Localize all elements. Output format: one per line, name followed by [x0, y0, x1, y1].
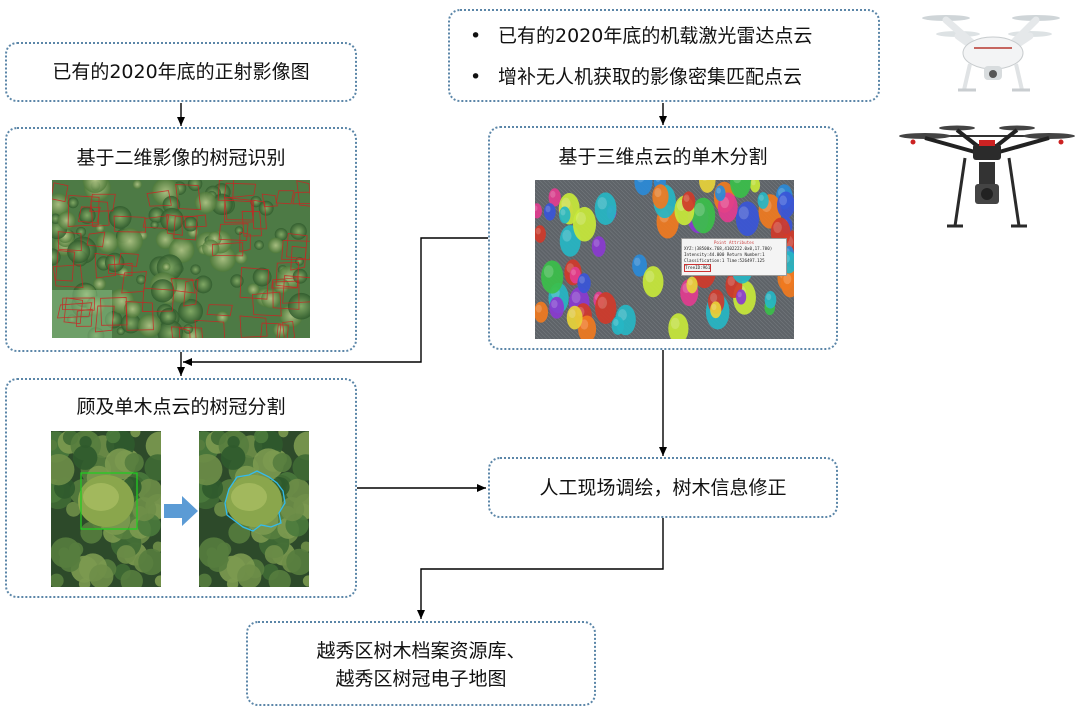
- box-output: 越秀区树木档案资源库、 越秀区树冠电子地图: [246, 621, 596, 706]
- source-item-uav: • 增补无人机获取的影像密集匹配点云: [470, 64, 802, 90]
- popup-line: XYZ:(38500x.768,4102222.0x0,17.780): [684, 246, 773, 251]
- point-attributes-popup: Point Attributes XYZ:(38500x.768,4102222…: [681, 238, 787, 276]
- popup-line: Intensity:44.000 Return Number:1: [684, 252, 765, 257]
- box-crown-2d: 基于二维影像的树冠识别: [5, 127, 357, 352]
- popup-title: Point Attributes: [713, 240, 755, 245]
- box-output-line-2: 越秀区树冠电子地图: [335, 668, 507, 690]
- box-ortho-source: 已有的2020年底的正射影像图: [5, 42, 357, 102]
- box-output-line-1: 越秀区树木档案资源库、: [316, 640, 526, 662]
- box-crown-2d-label: 基于二维影像的树冠识别: [76, 147, 286, 169]
- popup-line: Classification:1 Time:526497.125: [684, 258, 765, 263]
- popup-line: TreeID:961: [684, 264, 712, 272]
- source-item-lidar-label: 已有的2020年底的机载激光雷达点云: [498, 25, 813, 47]
- box-tree-seg-3d-label: 基于三维点云的单木分割: [558, 146, 768, 168]
- irregular-crown-outline: [224, 470, 286, 532]
- box-field-survey: 人工现场调绘，树木信息修正: [488, 457, 838, 518]
- square-crown-outline: [80, 472, 138, 530]
- bullet: •: [470, 25, 482, 47]
- box-pointcloud-sources: • 已有的2020年底的机载激光雷达点云 • 增补无人机获取的影像密集匹配点云: [448, 9, 880, 102]
- source-item-uav-label: 增补无人机获取的影像密集匹配点云: [498, 66, 803, 88]
- box-ortho-source-label: 已有的2020年底的正射影像图: [52, 61, 310, 83]
- ortho-crown-image: [52, 180, 310, 338]
- box-field-survey-label: 人工现场调绘，树木信息修正: [539, 477, 787, 499]
- pointcloud-segmentation-image: Point Attributes XYZ:(38500x.768,4102222…: [535, 180, 794, 339]
- box-crown-seg-label: 顾及单木点云的树冠分割: [76, 396, 286, 418]
- arrow-field-to-output: [417, 518, 664, 619]
- right-arrow-icon: [164, 496, 198, 526]
- quadcopter-drone-icon: [922, 15, 1060, 92]
- crown-before-image: [51, 431, 161, 587]
- bullet: •: [470, 66, 482, 88]
- box-tree-seg-3d: 基于三维点云的单木分割 Point Attributes XYZ:(38500x…: [488, 126, 838, 350]
- arrow-3d-to-crown-seg: [183, 237, 488, 366]
- box-crown-seg: 顾及单木点云的树冠分割: [5, 378, 357, 598]
- source-item-lidar: • 已有的2020年底的机载激光雷达点云: [470, 23, 812, 49]
- crown-after-image: [199, 431, 309, 587]
- hexacopter-drone-icon: [899, 125, 1075, 228]
